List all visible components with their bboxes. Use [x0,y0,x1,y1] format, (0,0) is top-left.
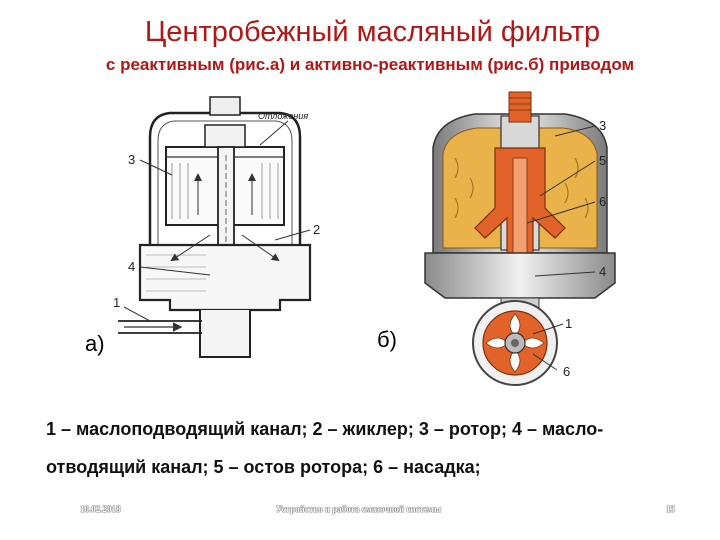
callout-a-2: 2 [313,222,320,237]
figure-b-drawing: 3 5 6 4 1 6 [424,91,616,386]
legend-line-2: отводящий канал; 5 – остов ротора; 6 – н… [46,457,481,477]
footer-date: 10.02.2018 [80,504,121,514]
cap-nut [209,96,241,116]
callout-a-1: 1 [113,295,120,310]
slide-title: Центробежный масляный фильтр [144,16,601,48]
slide-subtitle: с реактивным (рис.а) и активно-реактивны… [105,55,635,74]
figure-a-label: а) [85,331,105,356]
callout-b-1: 1 [565,316,572,331]
figure-a-drawing: 3 2 4 1 Отложения [113,96,320,358]
figure-b-label: б) [377,327,397,352]
top-thread [508,91,532,123]
filter-housing-base [424,252,616,299]
legend-caption: 1 – маслоподводящий канал; 2 – жиклер; 3… [46,410,706,486]
callout-b-4: 4 [599,264,606,279]
callout-b-3: 3 [599,118,606,133]
callout-b-6-bottom: 6 [563,364,570,379]
callout-a-4: 4 [128,259,135,274]
deposit-label: Отложения [258,111,308,121]
footer-page-number: 15 [666,504,675,514]
legend-line-1: 1 – маслоподводящий канал; 2 – жиклер; 3… [46,419,604,439]
callout-a-3: 3 [128,152,135,167]
footer-topic: Устройство и работа смазочной системы [276,504,442,514]
callout-b-5: 5 [599,153,606,168]
callout-b-6-top: 6 [599,194,606,209]
filter-base [138,243,312,312]
inlet-channel [118,320,202,334]
